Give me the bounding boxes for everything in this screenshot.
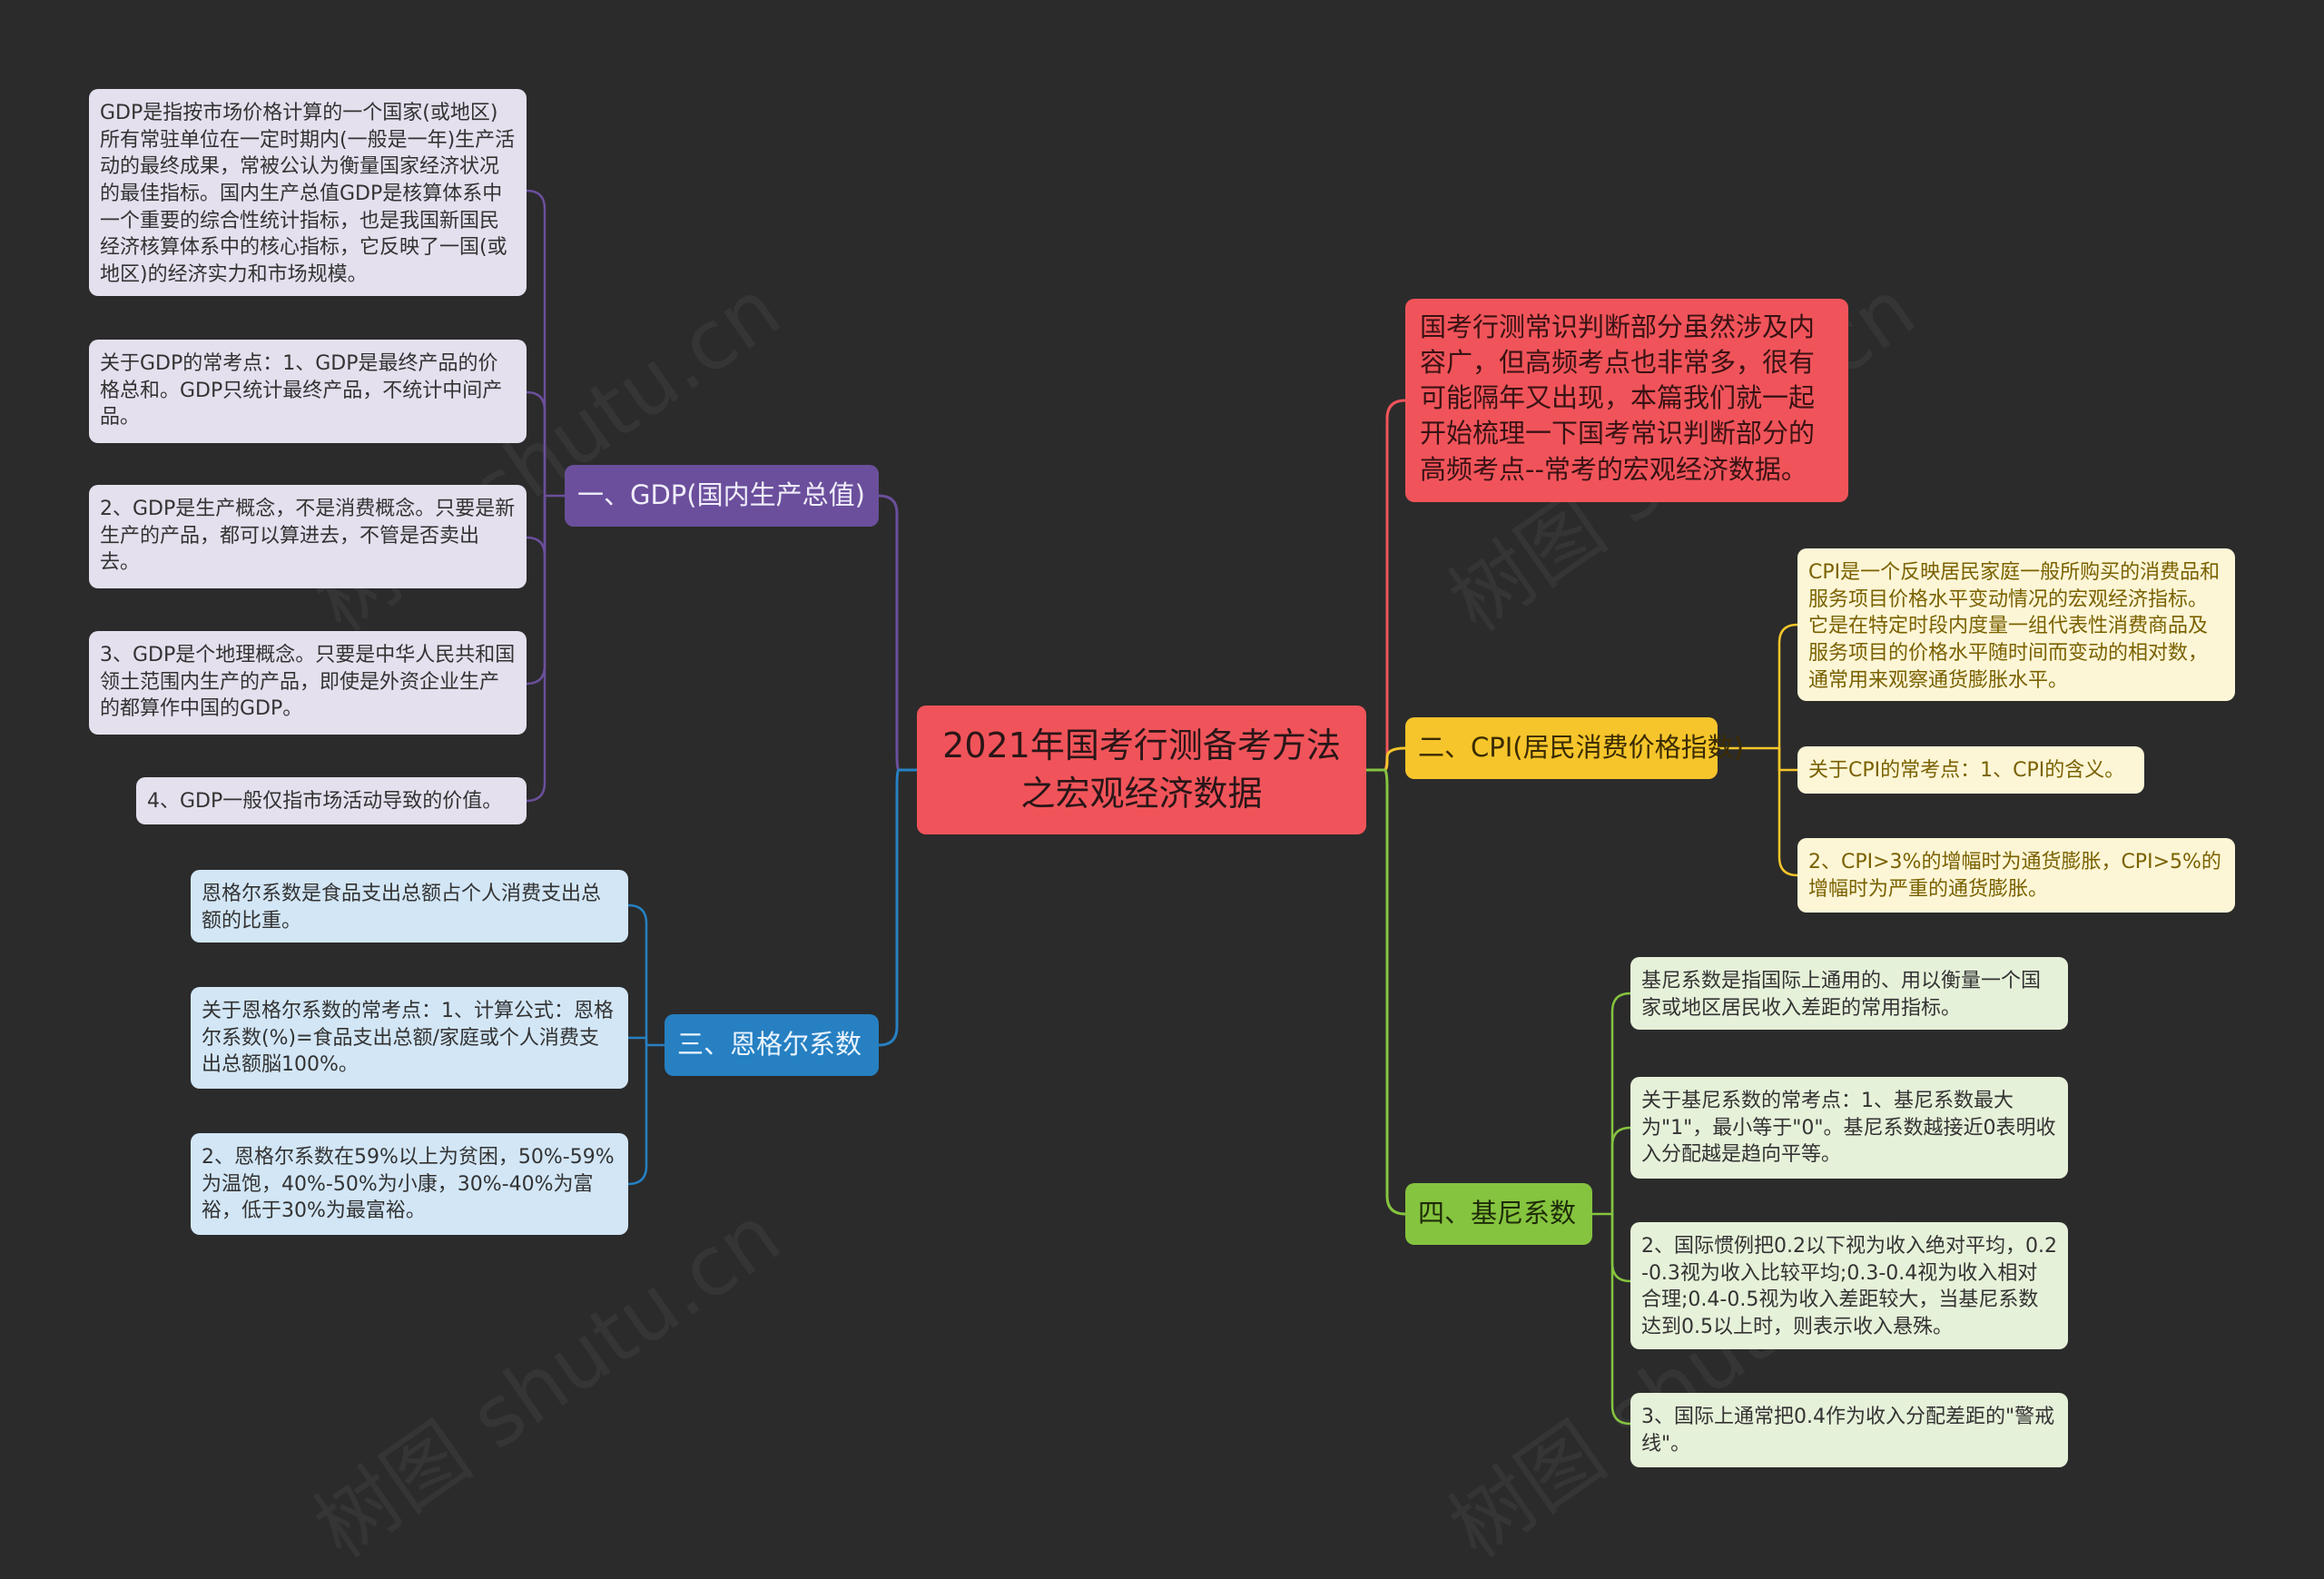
connector-gini-3 — [1610, 1214, 1631, 1283]
gini-item-definition[interactable]: 基尼系数是指国际上通用的、用以衡量一个国家或地区居民收入差距的常用指标。 — [1630, 957, 2068, 1030]
connector-cpi-1 — [1718, 623, 1798, 750]
gdp-item-definition[interactable]: GDP是指按市场价格计算的一个国家(或地区)所有常驻单位在一定时期内(一般是一年… — [89, 89, 527, 296]
branch-engel[interactable]: 三、恩格尔系数 — [665, 1014, 879, 1076]
cpi-item-definition[interactable]: CPI是一个反映居民家庭一般所购买的消费品和服务项目价格水平变动情况的宏观经济指… — [1797, 548, 2235, 701]
connector-root-engel — [878, 768, 917, 1047]
gdp-item-final-products[interactable]: 关于GDP的常考点：1、GDP是最终产品的价格总和。GDP只统计最终产品，不统计… — [89, 340, 527, 443]
connector-root-gini — [1366, 768, 1406, 1216]
connector-engel-1 — [627, 903, 665, 1047]
connector-engel-2 — [628, 1036, 648, 1045]
engel-item-formula[interactable]: 关于恩格尔系数的常考点：1、计算公式：恩格尔系数(%)=食品支出总额/家庭或个人… — [191, 987, 628, 1089]
gdp-item-market-activity[interactable]: 4、GDP一般仅指市场活动导致的价值。 — [136, 777, 527, 824]
connector-root-gdp — [878, 494, 917, 772]
gdp-item-production-concept[interactable]: 2、GDP是生产概念，不是消费概念。只要是新生产的产品，都可以算进去，不管是否卖… — [89, 485, 527, 588]
gini-item-range[interactable]: 关于基尼系数的常考点：1、基尼系数最大为"1"，最小等于"0"。基尼系数越接近0… — [1630, 1077, 2068, 1179]
connector-cpi-2 — [1777, 748, 1797, 772]
gini-item-intervals[interactable]: 2、国际惯例把0.2以下视为收入绝对平均，0.2-0.3视为收入比较平均;0.3… — [1630, 1222, 2068, 1349]
connector-root-intro — [1366, 399, 1406, 772]
connector-gini-2 — [1610, 1126, 1631, 1214]
cpi-item-meaning[interactable]: 关于CPI的常考点：1、CPI的含义。 — [1797, 746, 2144, 794]
branch-gini[interactable]: 四、基尼系数 — [1405, 1183, 1592, 1245]
connector-gdp-3 — [526, 496, 547, 557]
connector-engel-3 — [627, 1045, 648, 1186]
branch-cpi[interactable]: 二、CPI(居民消费价格指数) — [1405, 717, 1744, 779]
connector-gdp-4 — [526, 496, 547, 686]
engel-item-thresholds[interactable]: 2、恩格尔系数在59%以上为贫困，50%-59%为温饱，40%-50%为小康，3… — [191, 1133, 628, 1235]
root-topic[interactable]: 2021年国考行测备考方法之宏观经济数据 — [917, 706, 1366, 834]
gini-item-warning-line[interactable]: 3、国际上通常把0.4作为收入分配差距的"警戒线"。 — [1630, 1393, 2068, 1467]
connector-gdp-1 — [526, 189, 565, 498]
connector-gini-4 — [1610, 1214, 1631, 1426]
branch-gdp[interactable]: 一、GDP(国内生产总值) — [565, 465, 879, 527]
engel-item-definition[interactable]: 恩格尔系数是食品支出总额占个人消费支出总额的比重。 — [191, 870, 628, 942]
intro-note[interactable]: 国考行测常识判断部分虽然涉及内容广，但高频考点也非常多，很有可能隔年又出现，本篇… — [1405, 299, 1848, 502]
connector-gdp-2 — [526, 390, 547, 496]
cpi-item-inflation[interactable]: 2、CPI>3%的增幅时为通货膨胀，CPI>5%的增幅时为严重的通货膨胀。 — [1797, 838, 2235, 913]
connector-gdp-5 — [526, 496, 547, 803]
connector-cpi-3 — [1777, 748, 1798, 877]
connector-gini-1 — [1592, 992, 1631, 1216]
gdp-item-geographic-concept[interactable]: 3、GDP是个地理概念。只要是中华人民共和国领土范围内生产的产品，即使是外资企业… — [89, 631, 527, 735]
